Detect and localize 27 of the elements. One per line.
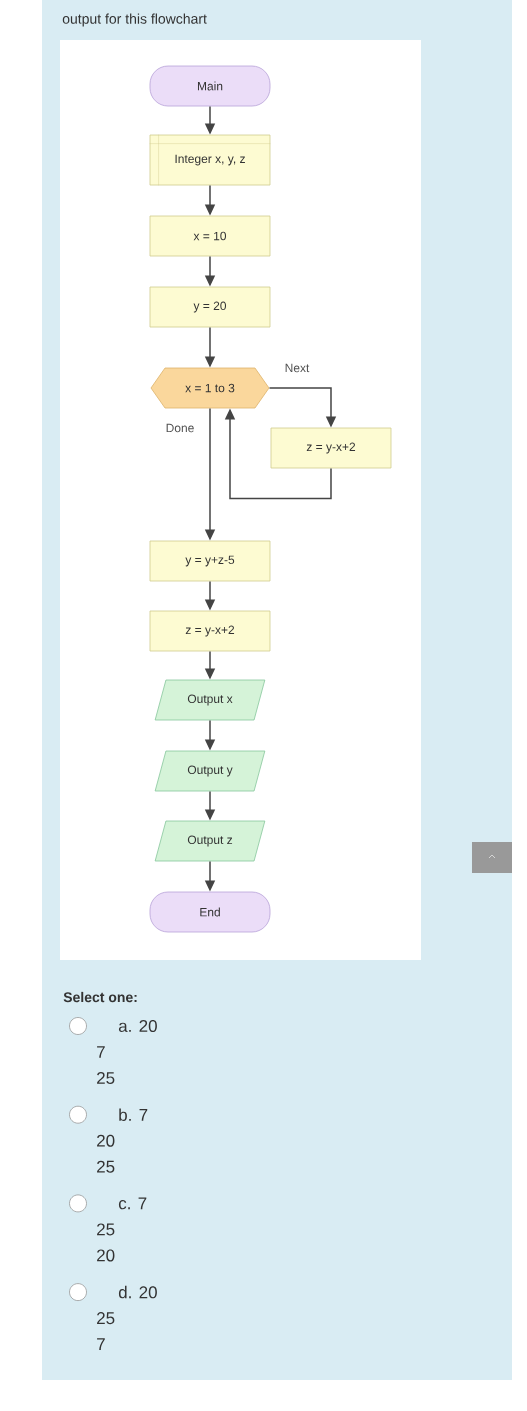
option-text: 7 — [97, 1046, 105, 1058]
terminal-box: End — [149, 891, 271, 933]
option-text: 25 — [97, 1223, 115, 1236]
process-box: z = y-x+2 — [270, 427, 392, 469]
process-box: z = y-x+2 — [149, 610, 271, 652]
prompt-text: Select one: — [63, 991, 137, 1003]
process-box: x = 10 — [149, 215, 271, 257]
process-box: y = y+z-5 — [149, 540, 271, 582]
terminal-box: Main — [149, 65, 271, 107]
option-text: 25 — [97, 1312, 115, 1325]
output-parallelogram: Output x — [154, 679, 266, 721]
option-text: c. 7 — [118, 1197, 147, 1210]
output-parallelogram: Output y — [154, 750, 266, 792]
option-text: 25 — [97, 1160, 115, 1173]
option-text: 7 — [97, 1338, 105, 1350]
option-text: 20 — [97, 1134, 115, 1147]
declaration-box: Integer x, y, z — [149, 134, 271, 186]
option-text: b. 7 — [119, 1108, 148, 1121]
title: output for this flowchart — [62, 13, 207, 27]
option-text: a. 20 — [118, 1020, 157, 1033]
edge-label: Next — [285, 363, 310, 373]
option-text: 20 — [97, 1249, 115, 1262]
option-text: d. 20 — [118, 1285, 157, 1299]
edge-label: Done — [166, 423, 194, 433]
process-box: y = 20 — [149, 286, 271, 328]
option-text: 25 — [97, 1072, 115, 1085]
output-parallelogram: Output z — [154, 820, 266, 862]
